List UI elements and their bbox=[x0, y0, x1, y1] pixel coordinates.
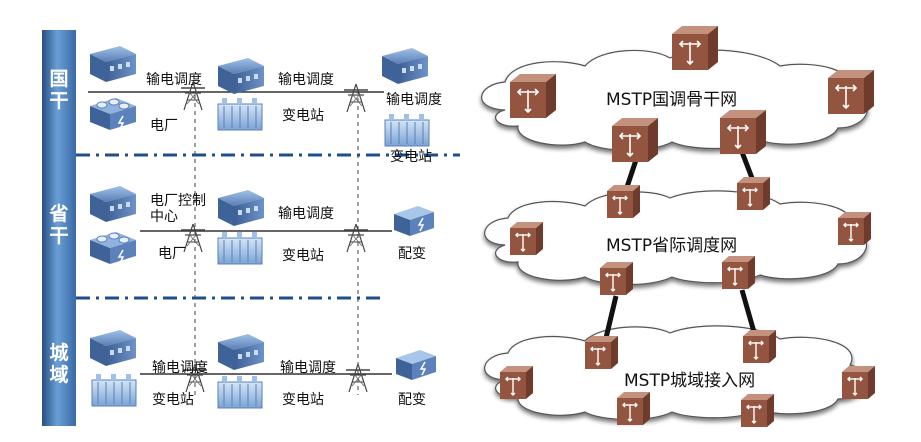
link-provincial-access-2 bbox=[739, 289, 757, 333]
backbone-network-title: MSTP国调骨干网 bbox=[606, 90, 738, 110]
link-provincial-access-1 bbox=[603, 295, 619, 339]
tier-national-text: 国干 bbox=[49, 68, 69, 112]
router-icon bbox=[841, 365, 876, 400]
substation-icon bbox=[91, 373, 137, 407]
tier-provincial-text: 省干 bbox=[49, 203, 69, 247]
building-icon bbox=[218, 334, 264, 370]
router-icon bbox=[509, 73, 557, 119]
tier-city-text: 城域 bbox=[49, 342, 69, 386]
distribution-box-icon bbox=[393, 205, 435, 237]
row1-link1-label: 输电调度 bbox=[146, 72, 202, 88]
router-icon bbox=[736, 176, 771, 211]
row2-distribution-label: 配变 bbox=[398, 246, 426, 262]
tier-label-national: 国干 bbox=[42, 68, 76, 112]
tier-label-provincial: 省干 bbox=[42, 203, 76, 247]
provincial-network-title: MSTP省际调度网 bbox=[606, 236, 738, 256]
power-plant-icon bbox=[89, 231, 137, 265]
router-icon bbox=[742, 329, 777, 364]
row1-link3-label: 输电调度 bbox=[386, 92, 442, 108]
tier-bar bbox=[42, 30, 76, 426]
row1-substation-label: 变电站 bbox=[282, 108, 324, 124]
tier-label-city: 城域 bbox=[42, 342, 76, 386]
row3-link2-label: 输电调度 bbox=[280, 360, 336, 376]
building-icon bbox=[218, 190, 264, 226]
power-plant-icon bbox=[89, 97, 137, 131]
building-icon bbox=[382, 48, 428, 84]
router-icon bbox=[616, 391, 651, 426]
row2-dispatch-center-label: 电厂控制中心 bbox=[150, 193, 206, 225]
access-network-title: MSTP城域接入网 bbox=[624, 371, 756, 391]
router-icon bbox=[719, 109, 767, 155]
row1-plant-label: 电厂 bbox=[150, 118, 178, 134]
row3-link1-label: 输电调度 bbox=[152, 360, 208, 376]
link-backbone-provincial-2 bbox=[739, 151, 755, 179]
transmission-tower-icon bbox=[343, 223, 369, 253]
building-icon bbox=[90, 186, 136, 222]
row2-plant-label: 电厂 bbox=[158, 246, 186, 262]
router-icon bbox=[509, 221, 544, 256]
substation-icon bbox=[217, 375, 263, 409]
row1-link2-label: 输电调度 bbox=[278, 72, 334, 88]
router-icon bbox=[584, 335, 619, 370]
substation-icon bbox=[217, 97, 263, 131]
row3-substation1-label: 变电站 bbox=[152, 392, 194, 408]
row3-distribution-label: 配变 bbox=[398, 392, 426, 408]
transmission-tower-icon bbox=[343, 83, 369, 113]
router-icon bbox=[827, 69, 875, 115]
router-icon bbox=[599, 261, 634, 296]
row3-substation2-label: 变电站 bbox=[282, 392, 324, 408]
router-icon bbox=[671, 25, 719, 71]
router-icon bbox=[721, 255, 756, 290]
building-icon bbox=[90, 330, 136, 366]
substation-icon bbox=[384, 113, 430, 147]
building-icon bbox=[90, 46, 136, 82]
router-icon bbox=[740, 393, 775, 428]
router-icon bbox=[837, 211, 872, 246]
row2-link-label: 输电调度 bbox=[278, 206, 334, 222]
row1-substation-right-label: 变电站 bbox=[390, 149, 432, 165]
router-icon bbox=[611, 117, 659, 163]
substation-icon bbox=[217, 231, 263, 265]
building-icon bbox=[218, 58, 264, 94]
router-icon bbox=[499, 365, 534, 400]
router-icon bbox=[606, 184, 641, 219]
distribution-box-icon bbox=[395, 349, 437, 381]
row2-substation-label: 变电站 bbox=[282, 248, 324, 264]
